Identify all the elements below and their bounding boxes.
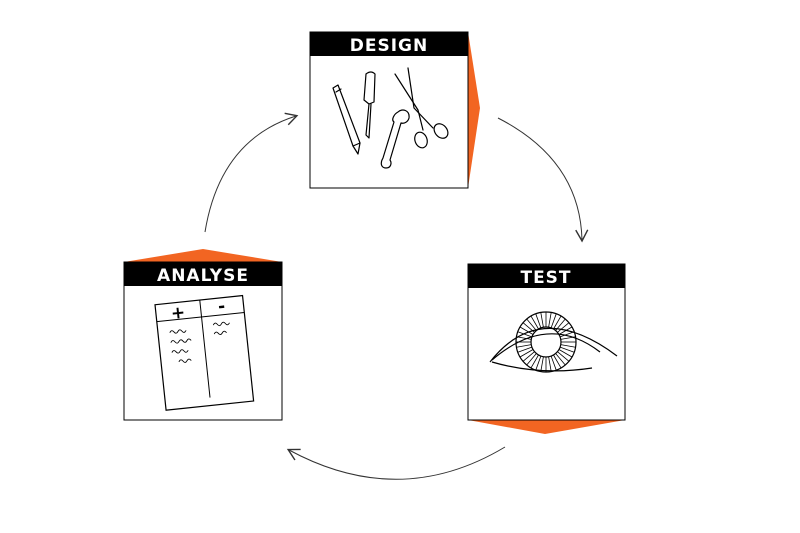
iris-line: [530, 315, 539, 330]
iris-line: [559, 331, 575, 338]
iris-line: [516, 336, 532, 340]
iris-line: [558, 349, 573, 358]
iris-line: [555, 318, 566, 331]
iris-line: [553, 354, 562, 369]
design-accent-flap: [468, 32, 480, 188]
test-label: TEST: [520, 268, 571, 288]
iris-line: [535, 355, 542, 371]
iris-line: [559, 346, 575, 353]
iris-line: [517, 346, 533, 353]
iris-line: [560, 336, 576, 340]
iris-line: [540, 356, 544, 372]
iris-line: [535, 313, 542, 329]
iris-lines: [516, 312, 576, 372]
tools-icon: [332, 67, 449, 169]
iris-line: [522, 351, 535, 362]
design-label: DESIGN: [350, 36, 428, 56]
iris-line: [519, 349, 534, 358]
test-header-bar: [468, 264, 625, 288]
iris-line: [540, 312, 544, 328]
checklist-plus: +: [170, 303, 186, 324]
iris-line: [555, 353, 566, 366]
eye-icon: [489, 311, 618, 373]
analyse-accent-flap: [124, 249, 282, 262]
iris-line: [550, 355, 557, 371]
iris-line: [553, 315, 562, 330]
iris-line: [560, 344, 576, 348]
arrow-analyse-to-design: [204, 112, 299, 233]
stage-design: DESIGN: [309, 31, 480, 189]
iris-line: [519, 326, 534, 335]
iris-line: [516, 344, 532, 348]
iris-line: [557, 322, 570, 333]
iris-line: [548, 356, 552, 372]
arrow-design-to-test: [497, 117, 589, 243]
iris-line: [526, 353, 537, 366]
iris-line: [530, 354, 539, 369]
iris-line: [522, 322, 535, 333]
checklist-icon: + -: [154, 294, 255, 411]
iris-line: [526, 318, 537, 331]
iris-line: [548, 312, 552, 328]
iris-line: [558, 326, 573, 335]
stage-test: TEST: [467, 263, 626, 434]
design-card: [309, 31, 469, 189]
test-accent-flap: [468, 420, 625, 434]
iris-line: [550, 313, 557, 329]
iris-line: [517, 331, 533, 338]
analyse-label: ANALYSE: [157, 266, 249, 286]
iris-line: [557, 351, 570, 362]
analyse-header-bar: [124, 262, 282, 286]
design-header-bar: [310, 32, 468, 56]
stage-analyse: ANALYSE + -: [123, 249, 283, 421]
arrow-test-to-analyse: [286, 446, 506, 480]
checklist-minus: -: [217, 297, 226, 318]
